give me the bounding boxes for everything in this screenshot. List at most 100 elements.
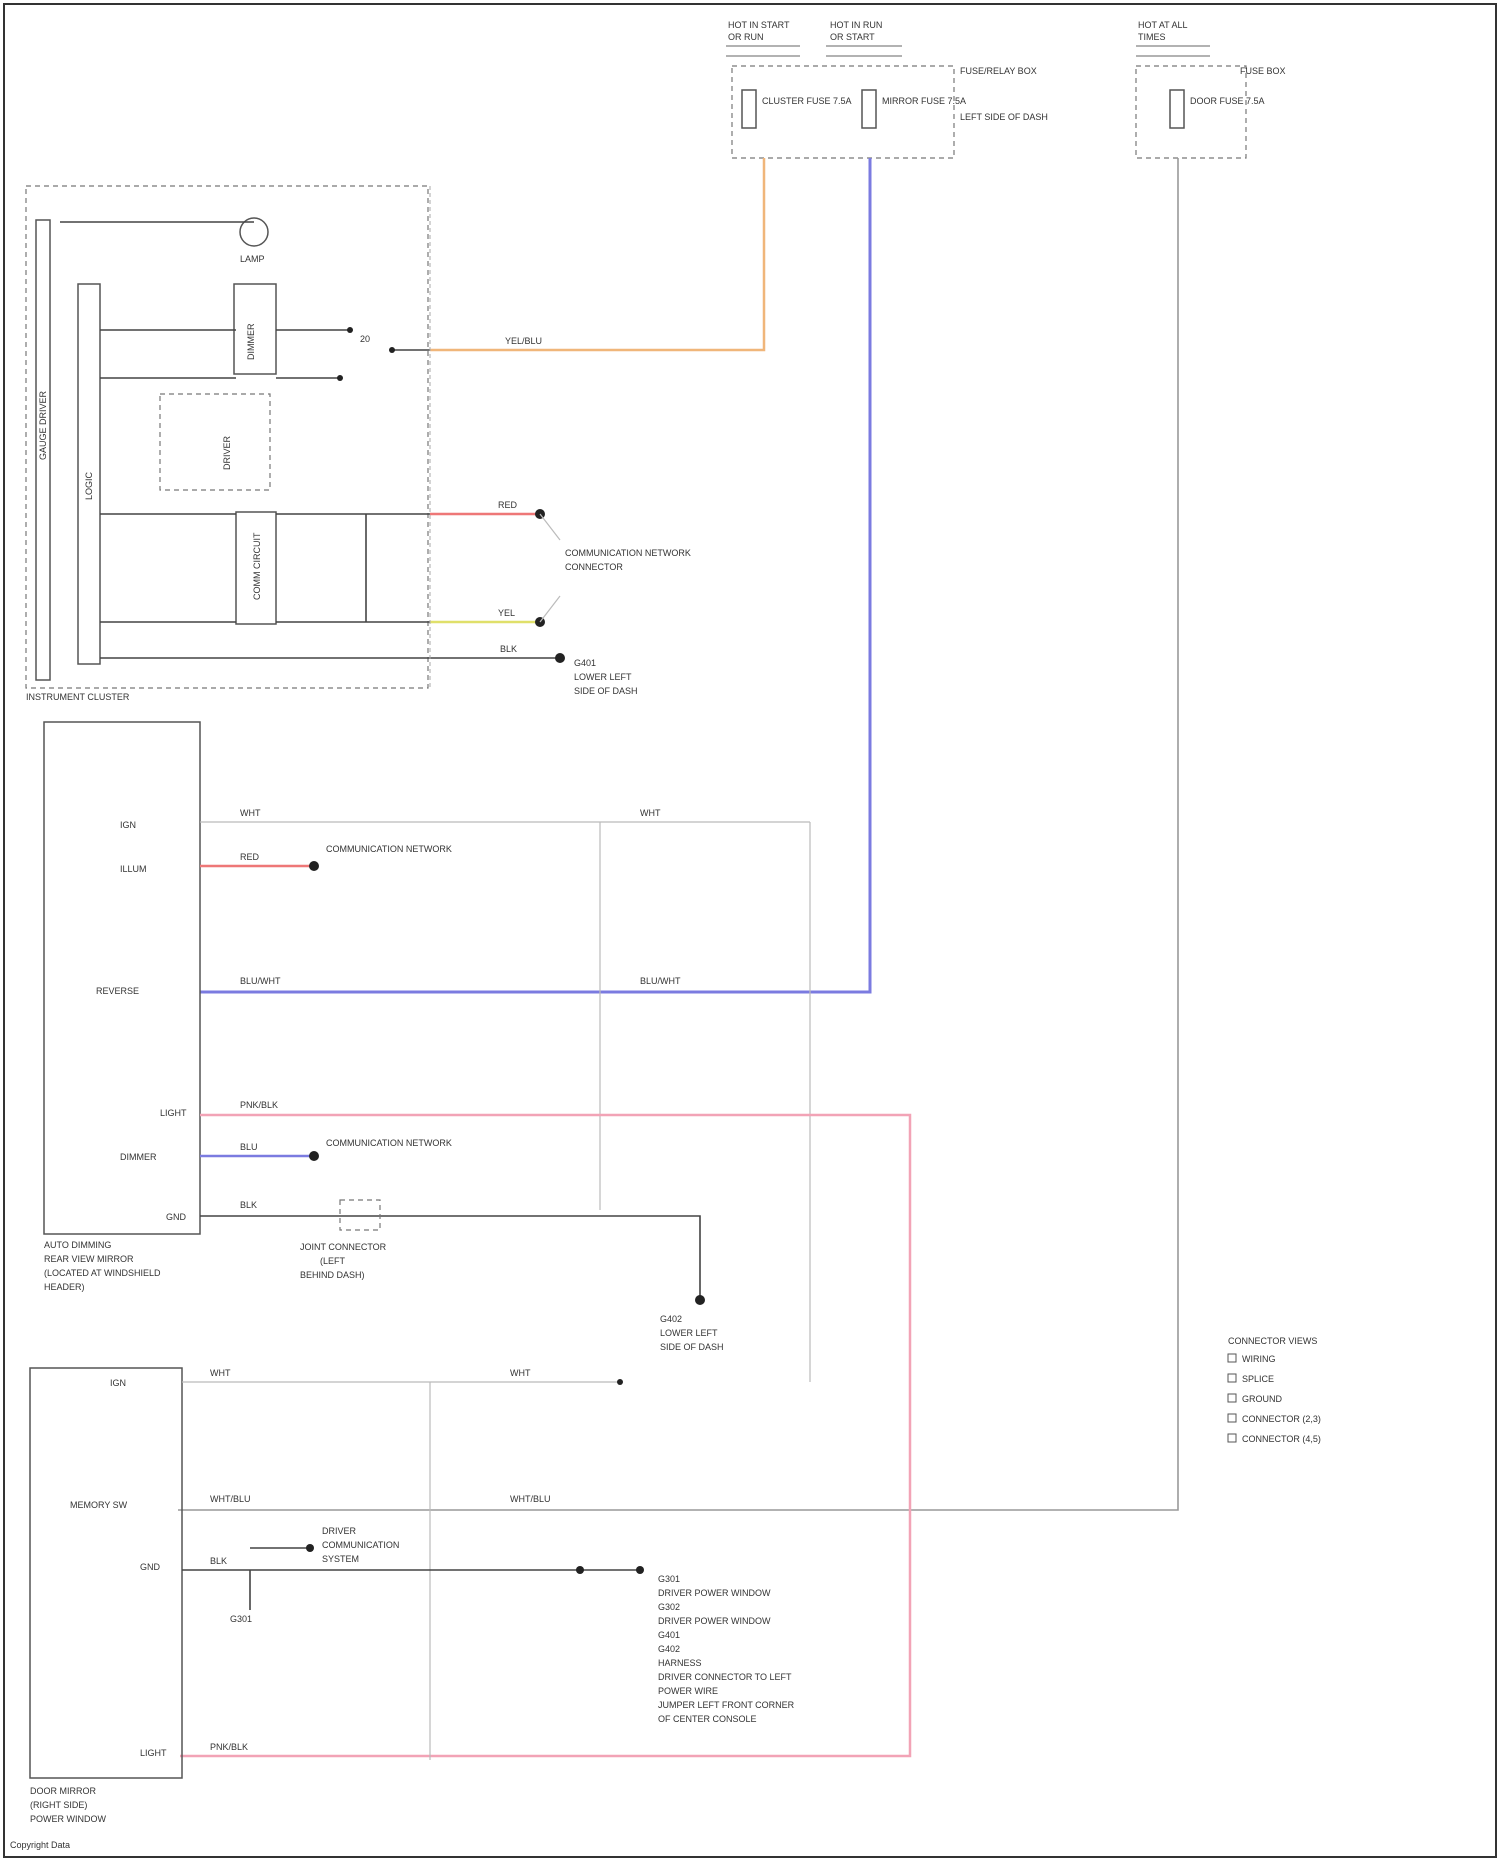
- svg-text:WHT: WHT: [240, 808, 261, 818]
- mirror-pin-dimmer: DIMMER: [120, 1152, 157, 1162]
- cluster-wire-orange-label: YEL/BLU: [505, 336, 542, 346]
- svg-text:G302: G302: [658, 1602, 680, 1612]
- svg-text:SIDE OF DASH: SIDE OF DASH: [660, 1342, 724, 1352]
- svg-text:SPLICE: SPLICE: [1242, 1374, 1274, 1384]
- ground-top-g401: G401: [574, 658, 596, 668]
- svg-text:(LEFT: (LEFT: [320, 1256, 346, 1266]
- fuse-box-sub: LEFT SIDE OF DASH: [960, 112, 1048, 122]
- fuse-right-box-label: FUSE BOX: [1240, 66, 1286, 76]
- svg-text:COMMUNICATION: COMMUNICATION: [322, 1540, 399, 1550]
- svg-text:RED: RED: [498, 500, 518, 510]
- mirror-network-note-1: COMMUNICATION NETWORK: [326, 844, 452, 854]
- door-mirror-pins: IGN MEMORY SW GND LIGHT: [70, 1378, 167, 1758]
- mirror-network-note-2: COMMUNICATION NETWORK: [326, 1138, 452, 1148]
- svg-text:CONNECTOR VIEWS: CONNECTOR VIEWS: [1228, 1336, 1317, 1346]
- svg-text:LAMP: LAMP: [240, 254, 265, 264]
- fuse-door: [1170, 90, 1184, 128]
- svg-text:OR START: OR START: [830, 32, 875, 42]
- svg-text:DRIVER CONNECTOR TO LEFT: DRIVER CONNECTOR TO LEFT: [658, 1672, 792, 1682]
- svg-text:HOT IN START: HOT IN START: [728, 20, 790, 30]
- svg-text:POWER WINDOW: POWER WINDOW: [30, 1814, 106, 1824]
- wire-door-feed: [178, 158, 1178, 1510]
- svg-text:DRIVER: DRIVER: [222, 435, 232, 470]
- svg-text:CONNECTOR (4,5): CONNECTOR (4,5): [1242, 1434, 1321, 1444]
- door-mirror-label: DOOR MIRROR: [30, 1786, 96, 1796]
- fuse-cluster-label: CLUSTER FUSE 7.5A: [762, 96, 852, 106]
- fuse-box-label: FUSE/RELAY BOX: [960, 66, 1037, 76]
- svg-text:JUMPER LEFT FRONT CORNER: JUMPER LEFT FRONT CORNER: [658, 1700, 795, 1710]
- ground-list: G301 DRIVER POWER WINDOW G302 DRIVER POW…: [658, 1574, 795, 1724]
- svg-text:HOT IN RUN: HOT IN RUN: [830, 20, 882, 30]
- fuse-relay-box: [732, 66, 954, 158]
- svg-text:WIRING: WIRING: [1242, 1354, 1276, 1364]
- wire-pink: [180, 1115, 910, 1756]
- svg-text:YEL: YEL: [498, 608, 515, 618]
- svg-text:OR RUN: OR RUN: [728, 32, 764, 42]
- svg-text:BLK: BLK: [240, 1200, 257, 1210]
- svg-text:CONNECTOR: CONNECTOR: [565, 562, 623, 572]
- fuse-header-left: HOT IN START OR RUN: [726, 20, 800, 56]
- svg-text:WHT: WHT: [510, 1368, 531, 1378]
- svg-text:POWER WIRE: POWER WIRE: [658, 1686, 718, 1696]
- legend: CONNECTOR VIEWS WIRING SPLICE GROUND CON…: [1228, 1336, 1321, 1444]
- svg-text:G402: G402: [658, 1644, 680, 1654]
- svg-text:DRIVER POWER WINDOW: DRIVER POWER WINDOW: [658, 1616, 771, 1626]
- svg-text:GROUND: GROUND: [1242, 1394, 1282, 1404]
- fuse-box-right: [1136, 66, 1246, 158]
- svg-text:WHT: WHT: [210, 1368, 231, 1378]
- fuse-header-mid: HOT IN RUN OR START: [826, 20, 902, 56]
- svg-text:HARNESS: HARNESS: [658, 1658, 702, 1668]
- svg-text:REAR VIEW MIRROR: REAR VIEW MIRROR: [44, 1254, 134, 1264]
- cluster-driver: [160, 394, 270, 490]
- fuse-mirror: [862, 90, 876, 128]
- mirror-pin-reverse: REVERSE: [96, 986, 139, 996]
- mirror-pin-light: LIGHT: [160, 1108, 187, 1118]
- joint-connector-label: JOINT CONNECTOR: [300, 1242, 387, 1252]
- door-mirror-box: [30, 1368, 182, 1778]
- ground-mid-g402: G402: [660, 1314, 682, 1324]
- wire-orange: [430, 158, 764, 350]
- svg-text:LOWER LEFT: LOWER LEFT: [574, 672, 632, 682]
- svg-text:WHT/BLU: WHT/BLU: [210, 1494, 251, 1504]
- mirror-module-label: AUTO DIMMING: [44, 1240, 111, 1250]
- svg-text:20: 20: [360, 334, 370, 344]
- svg-text:LOWER LEFT: LOWER LEFT: [660, 1328, 718, 1338]
- svg-text:LOGIC: LOGIC: [84, 471, 94, 500]
- svg-text:BEHIND DASH): BEHIND DASH): [300, 1270, 365, 1280]
- door-pin-gnd: GND: [140, 1562, 161, 1572]
- door-pin-light: LIGHT: [140, 1748, 167, 1758]
- svg-text:DRIVER: DRIVER: [322, 1526, 357, 1536]
- fuse-cluster: [742, 90, 756, 128]
- svg-text:RED: RED: [240, 852, 260, 862]
- instrument-cluster-label: INSTRUMENT CLUSTER: [26, 692, 130, 702]
- mirror-pin-illum: ILLUM: [120, 864, 147, 874]
- footer-copyright: Copyright Data: [10, 1840, 70, 1850]
- svg-text:SIDE OF DASH: SIDE OF DASH: [574, 686, 638, 696]
- mirror-pins: IGN ILLUM REVERSE LIGHT DIMMER GND: [96, 820, 187, 1222]
- svg-text:OF CENTER CONSOLE: OF CENTER CONSOLE: [658, 1714, 757, 1724]
- svg-text:WHT/BLU: WHT/BLU: [510, 1494, 551, 1504]
- svg-text:G301: G301: [658, 1574, 680, 1584]
- mirror-pin-ign: IGN: [120, 820, 136, 830]
- svg-text:G401: G401: [658, 1630, 680, 1640]
- svg-text:DIMMER: DIMMER: [246, 323, 256, 360]
- svg-text:CONNECTOR (2,3): CONNECTOR (2,3): [1242, 1414, 1321, 1424]
- joint-connector: [340, 1200, 380, 1230]
- svg-text:TIMES: TIMES: [1138, 32, 1166, 42]
- page-frame: [4, 4, 1496, 1857]
- svg-text:(RIGHT SIDE): (RIGHT SIDE): [30, 1800, 87, 1810]
- svg-text:BLU/WHT: BLU/WHT: [640, 976, 681, 986]
- door-pin-memory: MEMORY SW: [70, 1500, 128, 1510]
- svg-text:PNK/BLK: PNK/BLK: [210, 1742, 248, 1752]
- fuse-mirror-label: MIRROR FUSE 7.5A: [882, 96, 966, 106]
- svg-text:HEADER): HEADER): [44, 1282, 85, 1292]
- svg-text:HOT AT ALL: HOT AT ALL: [1138, 20, 1188, 30]
- svg-text:BLK: BLK: [210, 1556, 227, 1566]
- svg-text:PNK/BLK: PNK/BLK: [240, 1100, 278, 1110]
- svg-text:DRIVER POWER WINDOW: DRIVER POWER WINDOW: [658, 1588, 771, 1598]
- fuse-door-label: DOOR FUSE 7.5A: [1190, 96, 1265, 106]
- svg-text:SYSTEM: SYSTEM: [322, 1554, 359, 1564]
- svg-text:(LOCATED AT WINDSHIELD: (LOCATED AT WINDSHIELD: [44, 1268, 161, 1278]
